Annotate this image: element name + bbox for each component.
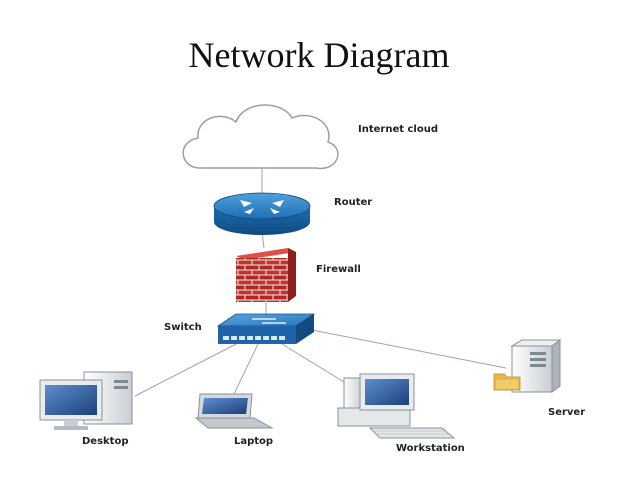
- link-switch-laptop: [233, 343, 259, 395]
- firewall-icon: [236, 248, 296, 302]
- workstation-label: Workstation: [396, 443, 465, 454]
- router-label: Router: [334, 197, 372, 208]
- laptop-icon: [194, 393, 274, 429]
- link-switch-desktop: [134, 341, 241, 397]
- laptop-label: Laptop: [234, 436, 273, 447]
- server-label: Server: [548, 407, 585, 418]
- workstation-icon: [337, 373, 456, 439]
- diagram-title: Network Diagram: [188, 35, 450, 75]
- desktop-label: Desktop: [82, 436, 129, 447]
- switch-label: Switch: [164, 322, 202, 333]
- router-icon: [213, 192, 311, 235]
- folder-icon: [493, 373, 521, 391]
- link-switch-workstation: [281, 343, 345, 383]
- cloud-icon: [182, 104, 339, 170]
- internet-cloud-label: Internet cloud: [358, 124, 438, 135]
- server-icon: [493, 339, 562, 393]
- links: [134, 168, 507, 397]
- desktop-icon: [39, 371, 133, 430]
- link-switch-server: [311, 329, 507, 369]
- firewall-label: Firewall: [316, 264, 361, 275]
- switch-icon: [216, 313, 316, 344]
